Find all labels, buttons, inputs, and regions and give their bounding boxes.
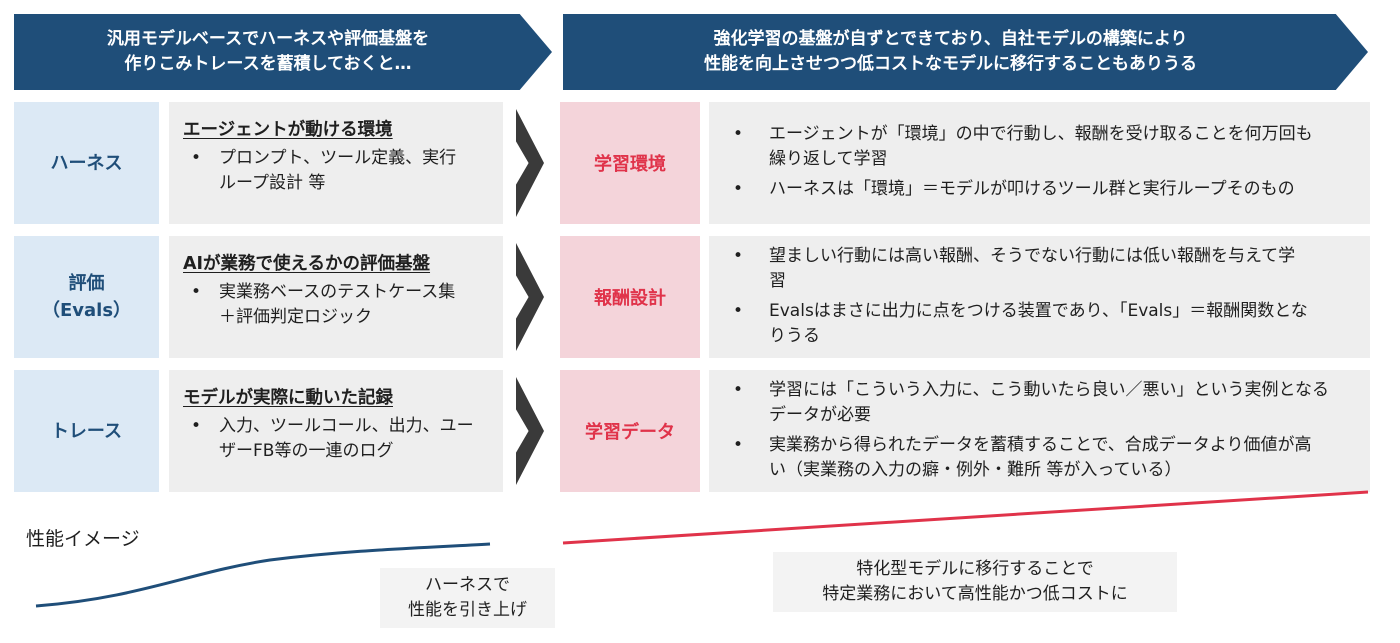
bullet-marker: • [733, 380, 744, 400]
description-bullet: • 実業務ベースのテストケース集＋評価判定ロジック [183, 280, 491, 330]
category-evals-label-1: 評価 [68, 273, 105, 294]
header-right-line-1: 強化学習の基盤が自ずとできており、自社モデルの構築により [713, 29, 1188, 49]
category-trace: トレース [14, 370, 159, 492]
learning-reward-design-label: 報酬設計 [594, 288, 666, 309]
bullet-text: Evalsはまさに出力に点をつける装置であり、「Evals」＝報酬関数となりうる [769, 301, 1308, 346]
description-title: エージェントが動ける環境 [183, 120, 393, 140]
performance-curves [35, 490, 1369, 608]
learning-description-reward: • 望ましい行動には高い報酬、そうでない行動には低い報酬を与えて学習 • Eva… [709, 236, 1370, 358]
learning-description-data: • 学習には「こういう入力に、こう動いたら良い／悪い」という実例となるデータが必… [709, 370, 1370, 492]
bullet-marker: • [733, 124, 744, 144]
learning-bullet: • 学習には「こういう入力に、こう動いたら良い／悪い」という実例となるデータが必… [727, 378, 1350, 428]
learning-bullet: • Evalsはまさに出力に点をつける装置であり、「Evals」＝報酬関数となり… [727, 299, 1350, 349]
harness-note-line-1: ハーネスで [425, 575, 510, 595]
bullet-marker: • [733, 179, 744, 199]
description-bullet: • プロンプト、ツール定義、実行ループ設計 等 [183, 146, 491, 196]
category-trace-label: トレース [50, 420, 123, 442]
learning-data-label: 学習データ [585, 422, 675, 443]
bullet-marker: • [733, 301, 744, 321]
learning-environment-label: 学習環境 [594, 154, 666, 175]
learning-bullet: • 実業務から得られたデータを蓄積することで、合成データより価値が高い（実業務の… [727, 433, 1350, 483]
description-trace: モデルが実際に動いた記録 • 入力、ツールコール、出力、ユーザーFB等の一連のロ… [169, 370, 503, 492]
header-left-line-1: 汎用モデルベースでハーネスや評価基盤を [106, 29, 430, 49]
chevron-right-icon [516, 243, 544, 351]
description-evals: AIが業務で使えるかの評価基盤 • 実業務ベースのテストケース集＋評価判定ロジッ… [169, 236, 503, 358]
specialized-model-note: 特化型モデルに移行することで 特定業務において高性能かつ低コストに [773, 552, 1177, 612]
harness-performance-curve [35, 542, 491, 608]
category-evals-label-2: （Evals） [41, 300, 132, 321]
bullet-text: エージェントが「環境」の中で行動し、報酬を受け取ることを何万回も繰り返して学習 [769, 124, 1313, 169]
description-bullet: • 入力、ツールコール、出力、ユーザーFB等の一連のログ [183, 414, 491, 464]
specialized-note-line-2: 特定業務において高性能かつ低コストに [822, 584, 1128, 604]
learning-bullet: • 望ましい行動には高い報酬、そうでない行動には低い報酬を与えて学習 [727, 244, 1350, 294]
learning-environment: 学習環境 [560, 102, 700, 224]
bullet-text: 実業務から得られたデータを蓄積することで、合成データより価値が高い（実業務の入力… [769, 435, 1312, 480]
category-harness: ハーネス [14, 102, 159, 224]
bullet-marker: • [191, 416, 202, 436]
header-right-arrow: 強化学習の基盤が自ずとできており、自社モデルの構築により 性能を向上させつつ低コ… [563, 14, 1368, 90]
bullet-text: 学習には「こういう入力に、こう動いたら良い／悪い」という実例となるデータが必要 [769, 380, 1329, 425]
bullet-text: ハーネスは「環境」＝モデルが叩けるツール群と実行ループそのもの [769, 179, 1295, 199]
description-title: モデルが実際に動いた記録 [183, 388, 393, 408]
description-title: AIが業務で使えるかの評価基盤 [183, 254, 431, 274]
bullet-text: 望ましい行動には高い報酬、そうでない行動には低い報酬を与えて学習 [769, 246, 1296, 291]
learning-bullet: • エージェントが「環境」の中で行動し、報酬を受け取ることを何万回も繰り返して学… [727, 122, 1350, 172]
performance-image-label: 性能イメージ [26, 528, 140, 550]
header-right-line-2: 性能を向上させつつ低コストなモデルに移行することもありうる [704, 54, 1197, 74]
bullet-text: プロンプト、ツール定義、実行ループ設計 等 [219, 148, 457, 193]
harness-note-line-2: 性能を引き上げ [408, 600, 527, 620]
header-left-arrow: 汎用モデルベースでハーネスや評価基盤を 作りこみトレースを蓄積しておくと… [14, 14, 552, 90]
bullet-marker: • [191, 148, 202, 168]
category-harness-label: ハーネス [50, 152, 123, 174]
category-evals: 評価 （Evals） [14, 236, 159, 358]
learning-reward-design: 報酬設計 [560, 236, 700, 358]
chevron-right-icon [516, 109, 544, 217]
bullet-text: 入力、ツールコール、出力、ユーザーFB等の一連のログ [219, 416, 474, 461]
description-harness: エージェントが動ける環境 • プロンプト、ツール定義、実行ループ設計 等 [169, 102, 503, 224]
learning-bullet: • ハーネスは「環境」＝モデルが叩けるツール群と実行ループそのもの [727, 177, 1350, 202]
specialized-note-line-1: 特化型モデルに移行することで [856, 559, 1094, 579]
bullet-marker: • [733, 435, 744, 455]
learning-description-environment: • エージェントが「環境」の中で行動し、報酬を受け取ることを何万回も繰り返して学… [709, 102, 1370, 224]
learning-data: 学習データ [560, 370, 700, 492]
header-left-line-2: 作りこみトレースを蓄積しておくと… [124, 54, 412, 74]
specialized-model-performance-line [562, 490, 1369, 545]
chevron-right-icon [516, 377, 544, 485]
harness-note: ハーネスで 性能を引き上げ [380, 568, 555, 628]
bullet-marker: • [733, 246, 744, 266]
bullet-text: 実業務ベースのテストケース集＋評価判定ロジック [219, 282, 456, 327]
bullet-marker: • [191, 282, 202, 302]
